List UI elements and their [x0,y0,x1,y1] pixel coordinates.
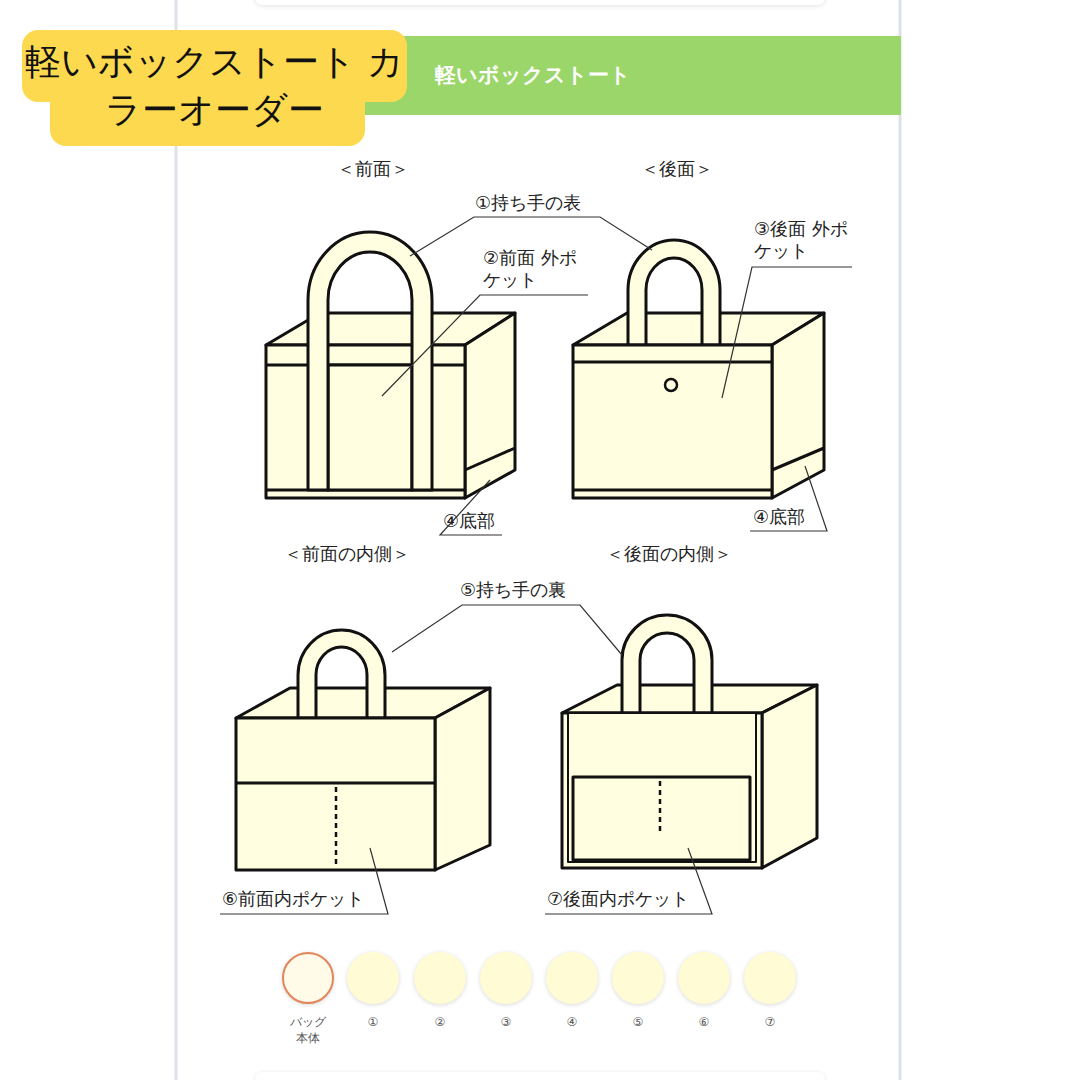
swatch-circle [347,952,399,1004]
part-label: ④底部 [443,510,523,532]
swatch-circle [744,952,796,1004]
title-tag: 軽いボックストート カラーオーダー [22,30,407,146]
card-edge [255,0,825,5]
header-text: 軽いボックストート [365,36,901,115]
view-heading: ＜後面の内側＞ [589,543,749,565]
part-label: ⑤持ち手の裏 [460,579,600,601]
bag-front [266,232,515,498]
swatch-label: ⑦ [748,1014,792,1030]
header-band: 軽いボックストート [365,36,901,115]
bag-back-inside [562,615,817,868]
color-swatch: ⑥ [676,952,732,1030]
card-edge [255,1072,825,1080]
view-heading: ＜前面の内側＞ [267,543,427,565]
swatch-label: ③ [484,1014,528,1030]
color-swatch: ③ [478,952,534,1030]
bag-back [573,240,824,498]
swatch-label: ① [351,1014,395,1030]
page-panel [176,0,900,1080]
swatch-circle [282,952,334,1004]
panel-edge [899,0,902,1080]
swatch-label: ② [418,1014,462,1030]
color-swatch: ⑦ [742,952,798,1030]
swatch-circle [480,952,532,1004]
part-label: ④底部 [753,506,833,528]
panel-edge [175,0,178,1080]
view-heading: ＜後面＞ [617,158,737,180]
color-swatch: ⑤ [610,952,666,1030]
part-label: ①持ち手の表 [475,192,615,214]
color-swatch: バッグ 本体 [280,952,336,1046]
leader-lines [220,217,852,914]
part-label: ②前面 外ポケット [483,247,593,291]
color-swatch: ④ [544,952,600,1030]
view-heading: ＜前面＞ [313,158,433,180]
part-label: ③後面 外ポケット [754,218,864,262]
color-swatch: ① [345,952,401,1030]
swatch-label: ④ [550,1014,594,1030]
part-label: ⑥前面内ポケット [222,888,402,910]
swatch-circle [678,952,730,1004]
swatch-label: バッグ 本体 [286,1014,330,1046]
title-text: 軽いボックストート カラーオーダー [22,30,407,134]
swatch-label: ⑤ [616,1014,660,1030]
swatch-circle [612,952,664,1004]
part-label: ⑦後面内ポケット [547,888,727,910]
bag-front-inside [236,630,490,870]
color-swatch: ② [412,952,468,1030]
swatch-label: ⑥ [682,1014,726,1030]
swatch-circle [546,952,598,1004]
swatch-circle [414,952,466,1004]
